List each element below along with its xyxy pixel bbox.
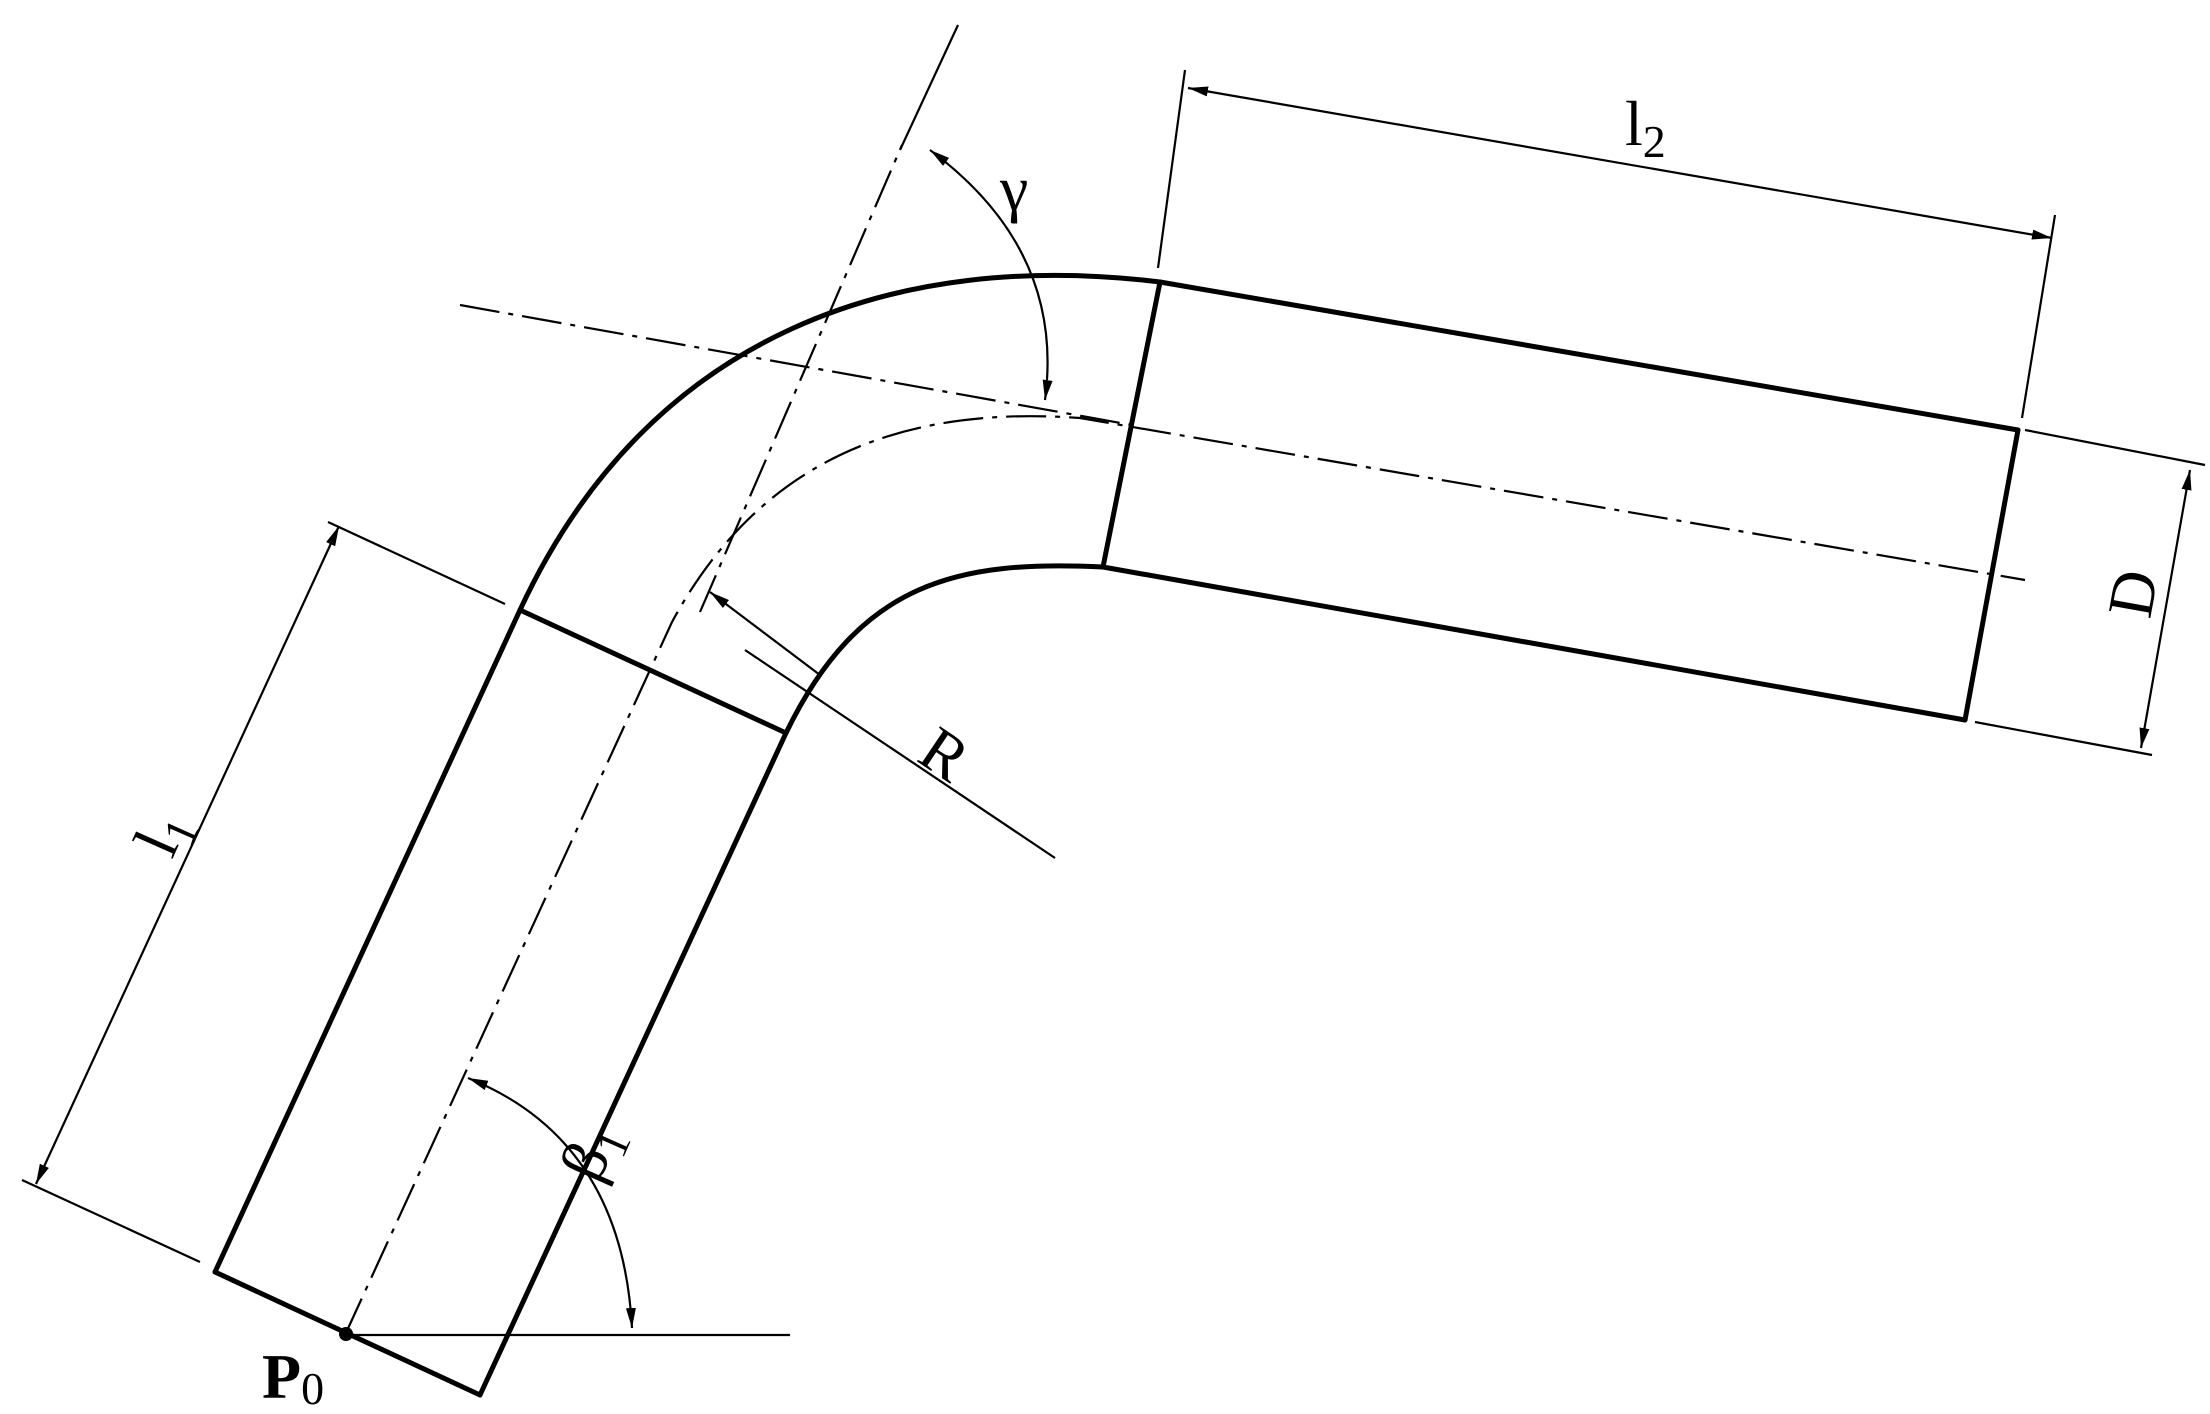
l2-dimension-line	[1187, 86, 2053, 240]
d-extension-bottom	[1974, 720, 2153, 757]
pipe-axis-centerline	[344, 415, 2026, 1336]
dimension-lines	[35, 86, 2192, 1329]
l1-extension-bottom	[21, 1179, 201, 1263]
l2-extension-left	[1156, 69, 1187, 269]
l2-label: l2	[1625, 88, 1666, 167]
pipe-bend-inner-arc	[783, 563, 1106, 736]
r-dimension-arrow	[709, 591, 821, 676]
r-label: R	[907, 713, 982, 796]
beta-label: β1	[546, 1111, 641, 1194]
d-dimension-line	[2139, 469, 2192, 749]
d-label: D	[2094, 565, 2172, 623]
pipe-segment1-right-wall	[477, 730, 789, 1398]
beta-angle-arc	[467, 1076, 636, 1329]
pipe-bend-start-section	[517, 607, 789, 736]
r-leader-extension	[744, 649, 1056, 859]
pipe-outline	[212, 272, 2021, 1398]
gamma-label: γ	[999, 153, 1028, 224]
gamma-angle-arc	[929, 149, 1053, 401]
l1-dimension-line	[35, 525, 340, 1185]
pipe-segment1-left-wall	[212, 607, 523, 1275]
l1-label: l1	[120, 800, 209, 869]
segment1-extension-line	[899, 24, 959, 151]
labels: l1 l2 γ R D β1 P0	[120, 88, 2172, 1414]
pipe-segment2-top-wall	[1157, 279, 2021, 433]
l2-extension-right	[2020, 214, 2057, 419]
p0-point-marker	[339, 1327, 353, 1341]
p0-label: P0	[262, 1341, 324, 1414]
construction-lines	[21, 24, 2206, 1337]
pipe-bend-outer-arc	[517, 272, 1163, 613]
centerlines	[344, 144, 2026, 1336]
l1-extension-top	[327, 521, 506, 605]
d-extension-top	[2024, 428, 2206, 467]
pipe-segment2-bottom-wall	[1100, 564, 1968, 723]
segment1-reference-line	[698, 144, 904, 613]
segment2-reference-line	[459, 303, 1133, 427]
